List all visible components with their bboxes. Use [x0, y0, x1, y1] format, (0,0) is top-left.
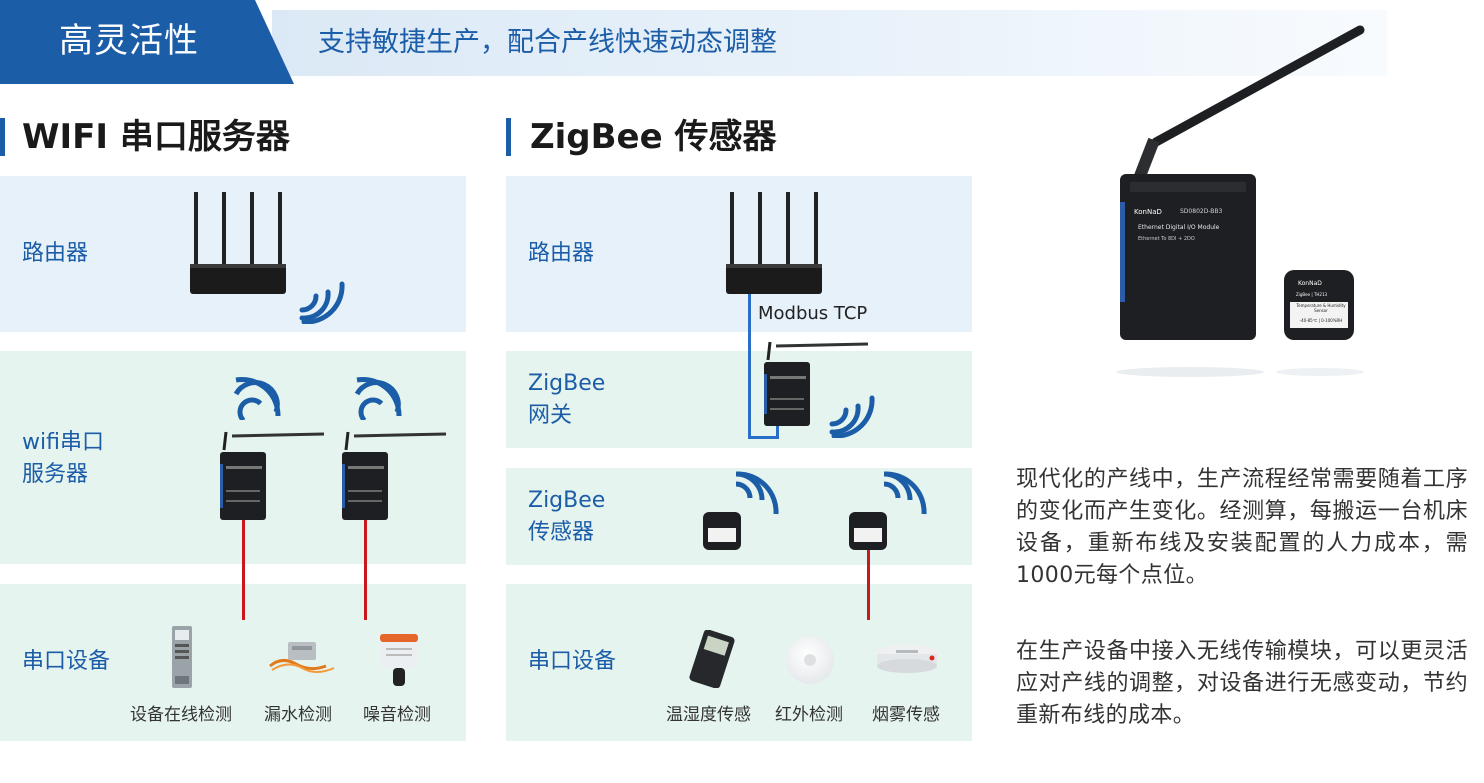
device-caption: 设备在线检测: [130, 705, 232, 725]
zigbee-sensor-label-line2: 传感器: [528, 520, 595, 545]
wifi-router-panel: [0, 176, 466, 332]
wifi-serial-label: 串口设备: [22, 649, 111, 674]
zigbee-sensor-icon: [849, 512, 887, 550]
sensor-brand: KonNaD: [1298, 280, 1322, 287]
serial-server-icon: [340, 430, 450, 522]
wifi-signal-icon: [298, 270, 350, 325]
device-caption: 红外检测: [775, 705, 843, 725]
wifi-server-label-line2: 服务器: [22, 462, 89, 487]
device-caption: 温湿度传感: [666, 705, 751, 725]
product-photo: [1100, 24, 1370, 384]
module-model: SD0802D-BB3: [1180, 208, 1223, 215]
router-icon: [188, 190, 288, 296]
serial-cable: [867, 550, 870, 620]
wifi-server-label-line1: wifi串口: [22, 430, 104, 455]
ethernet-cable: [748, 436, 778, 439]
module-brand: KonNaD: [1134, 208, 1162, 216]
zigbee-router-label: 路由器: [528, 241, 595, 266]
module-subtitle: Ethernet To 8DI + 2DO: [1138, 236, 1195, 242]
device-caption: 漏水检测: [264, 705, 332, 725]
leak-sensor-icon: [266, 636, 338, 676]
zigbee-gateway-label-line1: ZigBee: [528, 371, 606, 396]
smoke-sensor-icon: [872, 640, 942, 676]
wifi-signal-icon: [353, 372, 403, 423]
serial-cable: [242, 520, 245, 620]
zigbee-sensor-label-line1: ZigBee: [528, 488, 606, 513]
sensor-title: Temperature & Humidity Sensor: [1296, 303, 1346, 313]
module-title: Ethernet Digital I/O Module: [1138, 224, 1220, 231]
sensor-model: ZigBee | TH213: [1296, 292, 1328, 297]
device-caption: 噪音检测: [363, 705, 431, 725]
header-subtitle: 支持敏捷生产，配合产线快速动态调整: [318, 27, 777, 58]
zigbee-router-panel: [506, 176, 972, 332]
description-paragraph-1: 现代化的产线中，生产流程经常需要随着工序的变化而产生变化。经测算，每搬运一台机床…: [1016, 467, 1468, 588]
wifi-signal-icon: [876, 470, 928, 522]
zigbee-serial-label: 串口设备: [528, 649, 617, 674]
ethernet-cable: [748, 294, 751, 438]
header-tag: 高灵活性: [59, 21, 199, 61]
header-banner: [272, 10, 1387, 76]
wifi-router-label: 路由器: [22, 241, 89, 266]
device-caption: 烟雾传感: [872, 705, 940, 725]
zigbee-gateway-icon: [762, 340, 872, 428]
protocol-label: Modbus TCP: [758, 303, 868, 324]
serial-cable: [364, 520, 367, 620]
zigbee-gateway-label-line2: 网关: [528, 403, 573, 428]
noise-sensor-icon: [378, 632, 420, 688]
zigbee-section-title: ZigBee 传感器: [530, 117, 777, 157]
wifi-section-title: WIFI 串口服务器: [22, 117, 290, 157]
ethernet-cable: [776, 424, 779, 439]
humidity-meter-icon: [686, 629, 738, 689]
router-icon: [724, 190, 824, 296]
zigbee-gateway-panel: [506, 351, 972, 448]
sensor-range: -40-85℃ | 0-100%RH: [1299, 318, 1343, 323]
description-paragraph-2: 在生产设备中接入无线传输模块，可以更灵活应对产线的调整，对设备进行无感变动，节约…: [1016, 639, 1468, 728]
header-tag-background: [0, 0, 294, 84]
device-monitor-icon: [170, 626, 194, 690]
section-marker: [506, 118, 511, 156]
zigbee-sensor-icon: [703, 512, 741, 550]
wifi-signal-icon: [728, 470, 780, 522]
section-marker: [0, 118, 5, 156]
wifi-signal-icon: [232, 372, 282, 423]
infrared-sensor-icon: [786, 636, 834, 684]
serial-server-icon: [218, 430, 328, 522]
wifi-signal-icon: [828, 384, 880, 439]
